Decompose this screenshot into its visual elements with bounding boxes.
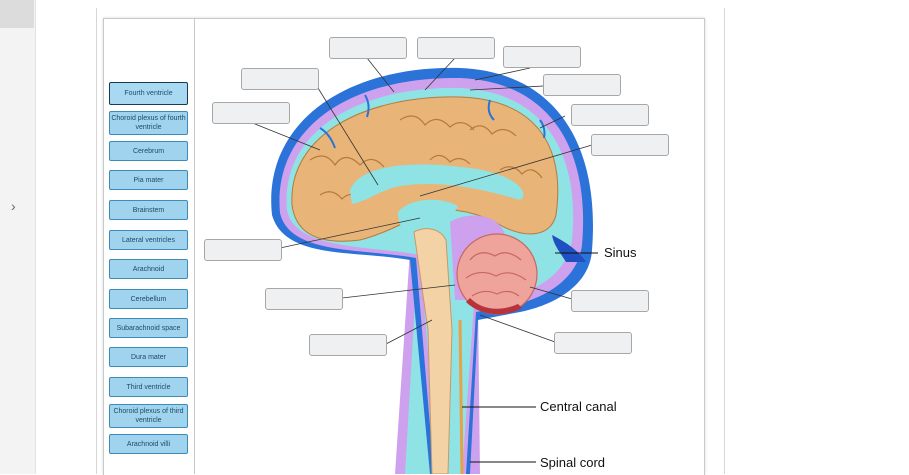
label-bank <box>103 18 195 474</box>
label-chip-subarachnoid-space[interactable]: Subarachnoid space <box>109 318 188 338</box>
brainstem-shape <box>413 228 453 474</box>
vein-lines <box>319 94 546 149</box>
label-chip-third-ventricle[interactable]: Third ventricle <box>109 377 188 397</box>
drop-zone-6[interactable] <box>212 102 290 124</box>
gyri-lines <box>309 115 543 202</box>
drop-zone-4[interactable] <box>241 68 319 90</box>
drop-zone-11[interactable] <box>571 290 649 312</box>
label-chip-cerebrum[interactable]: Cerebrum <box>109 141 188 161</box>
drop-zone-7[interactable] <box>571 104 649 126</box>
label-chip-dura-mater[interactable]: Dura mater <box>109 347 188 367</box>
label-chip-fourth-ventricle[interactable]: Fourth ventricle <box>109 82 188 105</box>
drop-zone-2[interactable] <box>417 37 495 59</box>
cerebellum-folia <box>465 252 527 297</box>
lateral-ventricle-shape <box>350 164 524 204</box>
third-ventricle-shape <box>398 199 458 250</box>
left-rail: › <box>0 0 36 474</box>
sinus-label: Sinus <box>604 245 637 260</box>
label-chip-pia-mater[interactable]: Pia mater <box>109 170 188 190</box>
label-chip-brainstem[interactable]: Brainstem <box>109 200 188 220</box>
central-canal-line <box>458 319 464 474</box>
label-chip-cerebellum[interactable]: Cerebellum <box>109 289 188 309</box>
drop-zone-3[interactable] <box>503 46 581 68</box>
label-chip-lateral-ventricles[interactable]: Lateral ventricles <box>109 230 188 250</box>
drop-zone-10[interactable] <box>265 288 343 310</box>
central-canal-label: Central canal <box>540 399 617 414</box>
drop-zone-1[interactable] <box>329 37 407 59</box>
label-chip-choroid-plexus-fourth[interactable]: Choroid plexus of fourth ventricle <box>109 111 188 135</box>
rail-tab[interactable] <box>0 0 34 28</box>
spinal-cord-label: Spinal cord <box>540 455 606 470</box>
drop-zone-13[interactable] <box>554 332 632 354</box>
drop-zone-12[interactable] <box>309 334 387 356</box>
choroid-plexus-fourth-shape <box>466 298 522 315</box>
drop-zone-8[interactable] <box>591 134 669 156</box>
label-chip-choroid-plexus-third[interactable]: Choroid plexus of third ventricle <box>109 404 188 428</box>
label-chip-arachnoid[interactable]: Arachnoid <box>109 259 188 279</box>
label-chip-arachnoid-villi[interactable]: Arachnoid villi <box>109 434 188 454</box>
leader-lines <box>249 57 593 345</box>
drop-zone-9[interactable] <box>204 239 282 261</box>
sinus-shape <box>552 235 586 262</box>
drop-zone-5[interactable] <box>543 74 621 96</box>
chevron-right-icon[interactable]: › <box>11 198 16 214</box>
